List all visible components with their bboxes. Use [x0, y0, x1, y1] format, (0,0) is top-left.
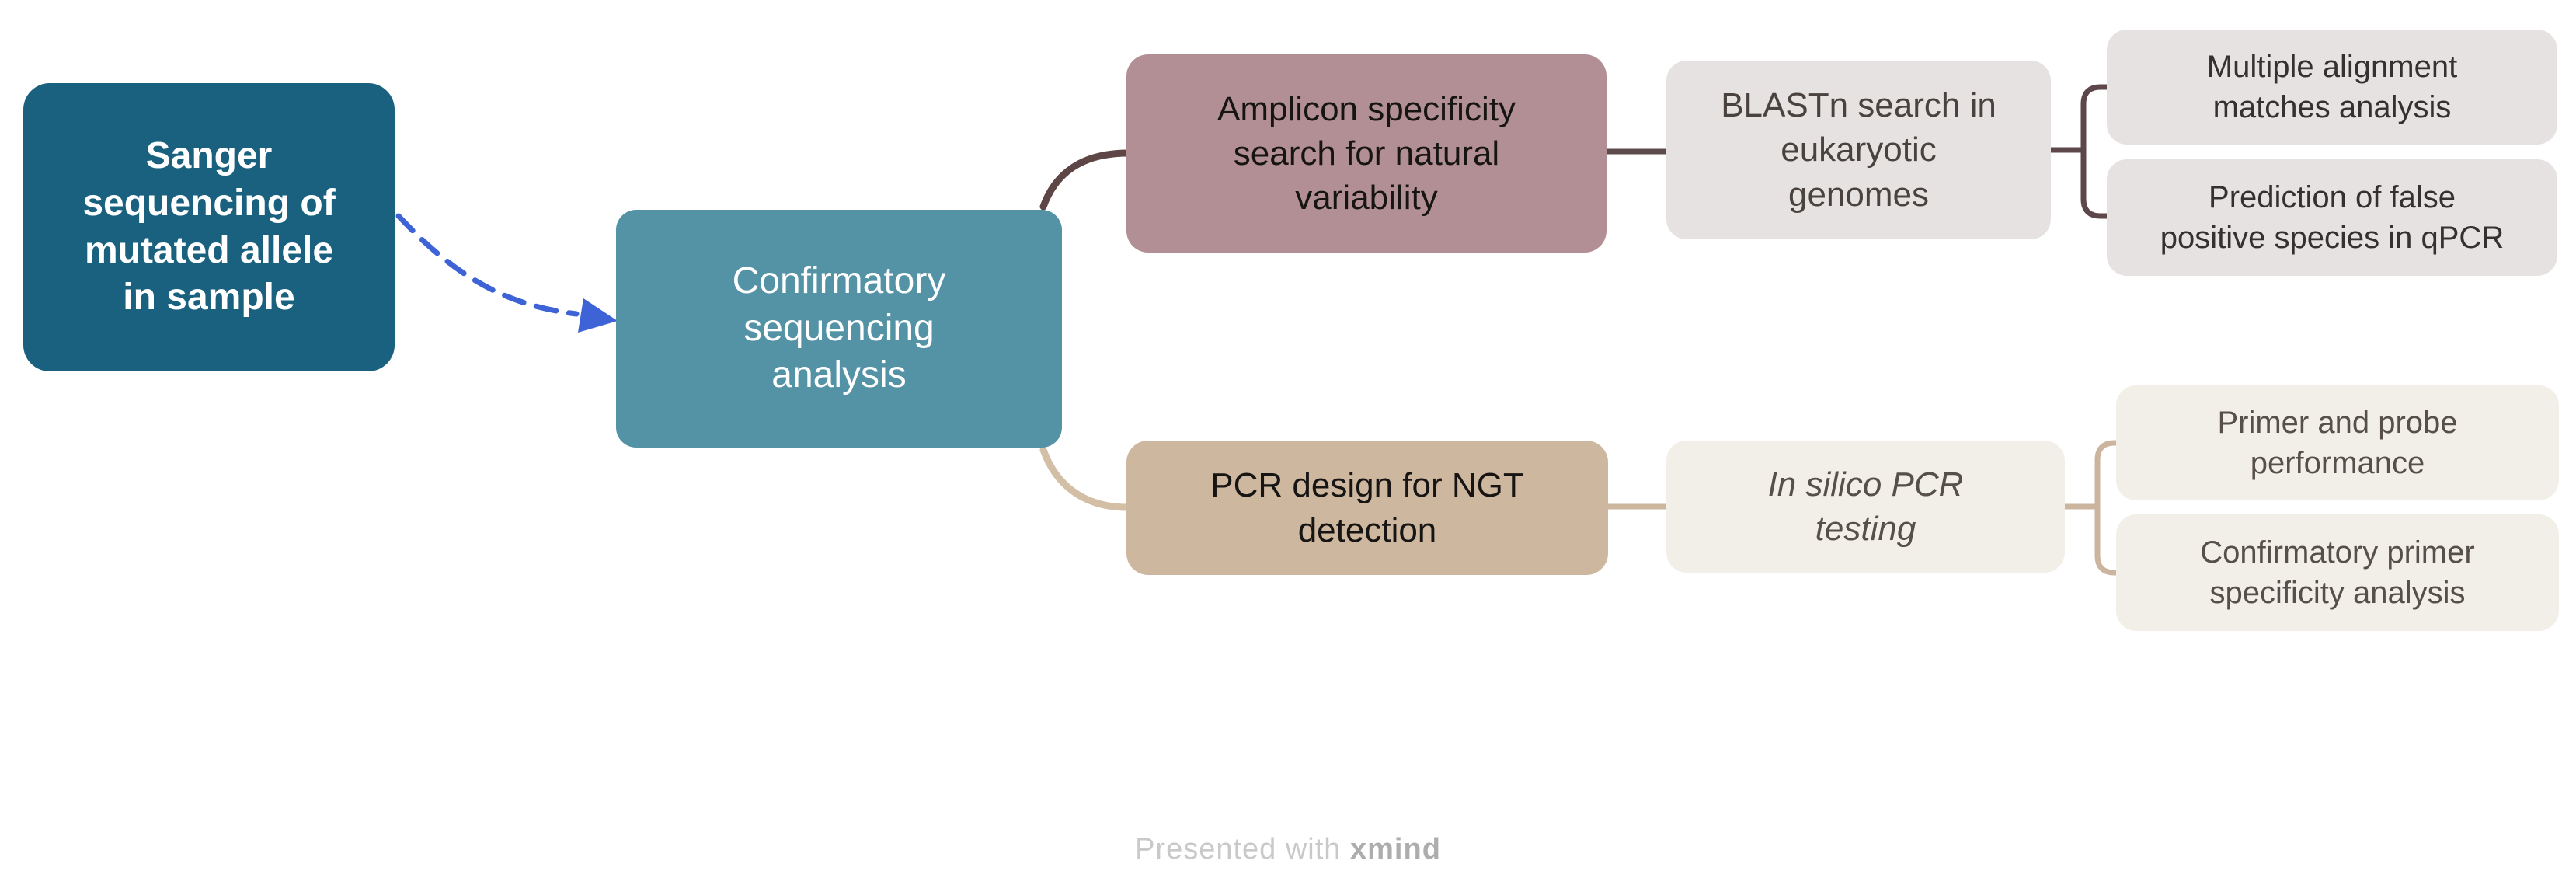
connector-bottom-bracket — [2062, 440, 2119, 576]
node-label: BLASTn search in eukaryotic genomes — [1721, 86, 1996, 214]
node-primer-probe-performance[interactable]: Primer and probe performance — [2116, 385, 2559, 500]
node-blastn-search[interactable]: BLASTn search in eukaryotic genomes — [1666, 61, 2051, 239]
watermark: Presented with xmind — [0, 833, 2576, 866]
watermark-text: Presented with — [1135, 833, 1350, 866]
arrowhead-icon — [578, 298, 618, 333]
node-multiple-alignment-matches[interactable]: Multiple alignment matches analysis — [2107, 30, 2557, 145]
node-confirmatory-sequencing-analysis[interactable]: Confirmatory sequencing analysis — [616, 210, 1062, 448]
node-label: Prediction of false positive species in … — [2160, 180, 2505, 255]
node-label: In silico PCR testing — [1767, 465, 1964, 548]
node-label: Confirmatory sequencing analysis — [732, 260, 946, 396]
dashed-relationship-arrow — [395, 213, 580, 317]
node-confirmatory-primer-specificity[interactable]: Confirmatory primer specificity analysis — [2116, 514, 2559, 631]
node-label: Primer and probe performance — [2217, 406, 2458, 480]
node-amplicon-specificity-search[interactable]: Amplicon specificity search for natural … — [1126, 54, 1607, 253]
connector-bottom-curve — [1039, 446, 1132, 511]
node-in-silico-pcr-testing[interactable]: In silico PCR testing — [1666, 441, 2065, 573]
node-label: Sanger sequencing of mutated allele in s… — [82, 134, 336, 319]
node-pcr-design-ngt[interactable]: PCR design for NGT detection — [1126, 441, 1608, 575]
xmind-brand: xmind — [1350, 833, 1441, 866]
node-false-positive-prediction[interactable]: Prediction of false positive species in … — [2107, 159, 2557, 276]
node-label: Amplicon specificity search for natural … — [1217, 89, 1516, 218]
connector-top-curve — [1039, 149, 1132, 211]
node-label: PCR design for NGT detection — [1210, 466, 1524, 549]
node-label: Confirmatory primer specificity analysis — [2200, 535, 2475, 610]
connector-top-bracket — [2048, 84, 2110, 219]
node-label: Multiple alignment matches analysis — [2206, 50, 2458, 124]
node-sanger-sequencing[interactable]: Sanger sequencing of mutated allele in s… — [23, 83, 395, 371]
